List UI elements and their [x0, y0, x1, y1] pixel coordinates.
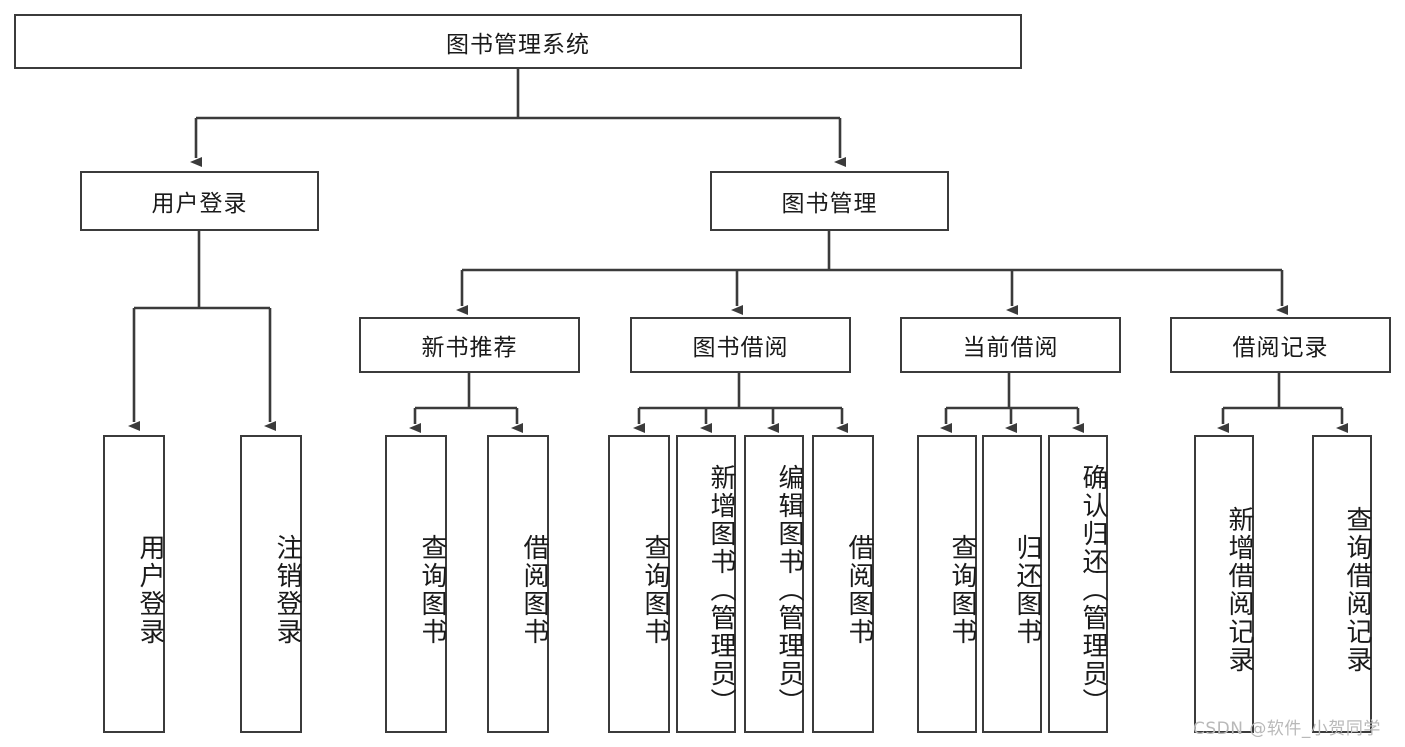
leaf-book-borrow-add-book-admin[interactable]: 新增图书（管理员）	[676, 435, 736, 733]
node-book-management[interactable]: 图书管理	[710, 171, 949, 231]
leaf-borrow-record-add-record[interactable]: 新增借阅记录	[1194, 435, 1254, 733]
leaf-book-borrow-edit-book-admin[interactable]: 编辑图书（管理员）	[744, 435, 804, 733]
leaf-label: 编辑图书（管理员）	[774, 464, 804, 716]
node-book-borrow[interactable]: 图书借阅	[630, 317, 851, 373]
node-label: 当前借阅	[962, 335, 1059, 361]
node-new-book-recommend[interactable]: 新书推荐	[359, 317, 580, 373]
leaf-label: 确认归还（管理员）	[1078, 464, 1108, 716]
leaf-current-borrow-return-book[interactable]: 归还图书	[982, 435, 1042, 733]
leaf-label: 用户登录	[135, 534, 165, 646]
leaf-label: 注销登录	[272, 534, 302, 646]
leaf-current-borrow-query-book[interactable]: 查询图书	[917, 435, 977, 733]
leaf-user-login-logout[interactable]: 注销登录	[240, 435, 302, 733]
leaf-borrow-record-query-record[interactable]: 查询借阅记录	[1312, 435, 1372, 733]
node-current-borrow[interactable]: 当前借阅	[900, 317, 1121, 373]
leaf-new-book-borrow-book[interactable]: 借阅图书	[487, 435, 549, 733]
leaf-current-borrow-confirm-return-admin[interactable]: 确认归还（管理员）	[1048, 435, 1108, 733]
leaf-label: 新增图书（管理员）	[706, 464, 736, 716]
node-root-book-management-system[interactable]: 图书管理系统	[14, 14, 1022, 69]
leaf-label: 查询图书	[417, 534, 447, 646]
leaf-label: 新增借阅记录	[1224, 506, 1254, 674]
leaf-label: 归还图书	[1012, 534, 1042, 646]
node-borrow-record[interactable]: 借阅记录	[1170, 317, 1391, 373]
node-label: 图书借阅	[692, 335, 789, 361]
leaf-label: 查询图书	[947, 534, 977, 646]
leaf-new-book-query-book[interactable]: 查询图书	[385, 435, 447, 733]
leaf-label: 借阅图书	[844, 534, 874, 646]
leaf-book-borrow-query-book[interactable]: 查询图书	[608, 435, 670, 733]
node-label: 借阅记录	[1232, 335, 1329, 361]
leaf-label: 查询借阅记录	[1342, 506, 1372, 674]
node-label: 新书推荐	[421, 335, 518, 361]
leaf-book-borrow-borrow-book[interactable]: 借阅图书	[812, 435, 874, 733]
node-user-login[interactable]: 用户登录	[80, 171, 319, 231]
node-label: 图书管理系统	[446, 31, 590, 58]
leaf-label: 借阅图书	[519, 534, 549, 646]
node-label: 图书管理	[781, 191, 878, 217]
leaf-label: 查询图书	[640, 534, 670, 646]
node-label: 用户登录	[151, 191, 248, 217]
leaf-user-login-login[interactable]: 用户登录	[103, 435, 165, 733]
